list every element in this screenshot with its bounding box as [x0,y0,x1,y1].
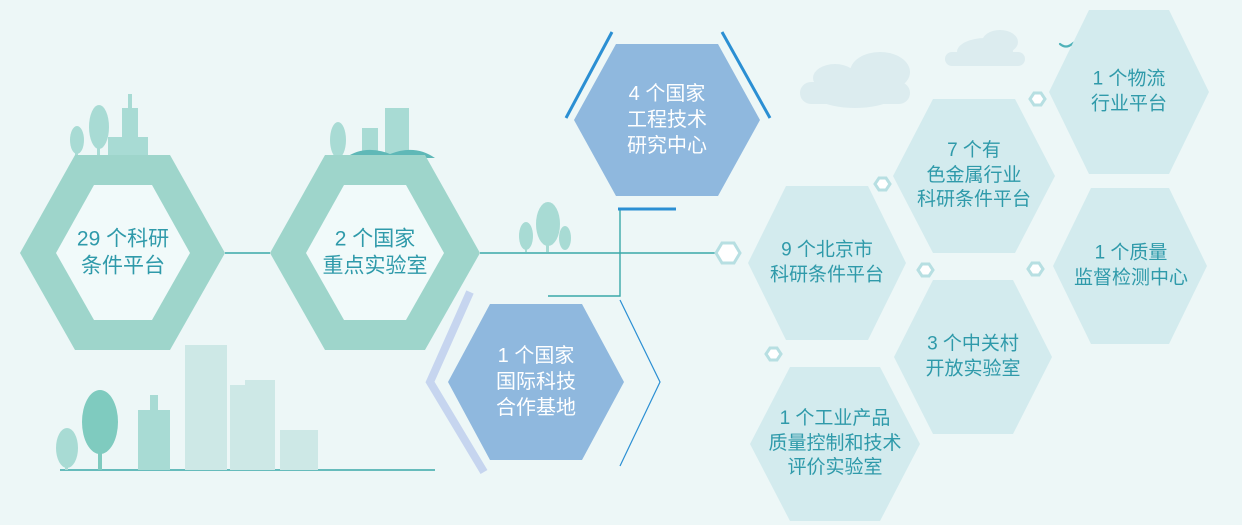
hexagon-logistics-1 [1049,10,1209,174]
label-industrial-1: 1 个工业产品 质量控制和技术 评价实验室 [768,407,901,481]
label-logistics-1: 1 个物流 行业平台 [1091,67,1167,116]
label-platforms-29: 29 个科研 条件平台 [77,226,169,281]
hexagon-eng-center-group [564,31,772,211]
label-line: 色金属行业 [926,164,1022,186]
label-line: 2 个国家 [334,227,416,251]
label-line: 科研条件平台 [916,189,1032,211]
label-line: 行业平台 [1090,93,1168,114]
label-nonferrous-7: 7 个有 色金属行业 科研条件平台 [917,139,1031,213]
hexagon-beijing-9 [748,186,906,340]
skyline-icon-1 [70,94,148,159]
label-line: 质量控制和技术 [768,432,902,454]
city-skyline-icon [56,345,318,470]
hexagon-zgc-3 [894,280,1052,434]
label-quality-1: 1 个质量 监督检测中心 [1074,241,1188,290]
hexagon-industrial-1 [750,367,920,521]
label-intl-base: 1 个国家 国际科技 合作基地 [496,343,576,421]
label-line: 研究中心 [627,135,707,157]
label-line: 7 个有 [947,139,1001,161]
honeycomb [748,10,1209,521]
hexagon-national-key-lab-inner [306,185,444,320]
hexagon-quality-1 [1053,188,1207,344]
label-national-key-lab: 2 个国家 重点实验室 [323,226,428,281]
label-line: 9 个北京市 [781,239,873,261]
hexagon-nonferrous-7 [893,99,1055,253]
label-line: 开放实验室 [925,358,1021,379]
label-eng-center: 4 个国家 工程技术 研究中心 [627,81,707,159]
cloud-icon-small [945,30,1025,66]
skyline-icon-2 [330,108,435,158]
label-line: 条件平台 [80,255,165,278]
hexagon-intl-base-group [425,290,661,475]
label-zgc-3: 3 个中关村 开放实验室 [925,332,1020,381]
cloud-icon [800,52,910,108]
label-line: 国际科技 [496,371,576,393]
label-beijing-9: 9 个北京市 科研条件平台 [770,238,884,287]
label-line: 重点实验室 [322,255,428,278]
connector-dots [714,91,1047,362]
label-line: 3 个中关村 [927,333,1019,355]
label-line: 29 个科研 [76,227,170,251]
label-line: 4 个国家 [628,83,706,105]
label-line: 工程技术 [627,109,707,131]
label-line: 科研条件平台 [769,264,885,285]
label-line: 评价实验室 [787,457,883,479]
hexagon-platforms-29-inner [56,185,190,320]
label-line: 1 个工业产品 [779,407,891,429]
tree-icon-group [519,202,571,252]
label-line: 合作基地 [496,397,576,419]
label-line: 1 个物流 [1092,68,1166,90]
label-line: 1 个国家 [497,345,575,367]
label-line: 1 个质量 [1094,242,1168,264]
label-line: 监督检测中心 [1073,267,1189,288]
